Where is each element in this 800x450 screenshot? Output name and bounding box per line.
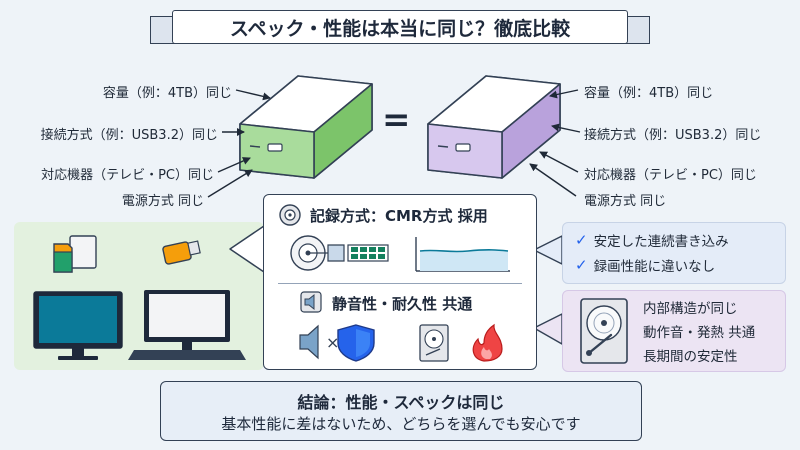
hdd-green-icon <box>239 75 373 179</box>
equals-sign: = <box>382 100 411 140</box>
hdd-purple-icon <box>427 75 561 179</box>
benefit-item: ✓ 安定した連続書き込み <box>575 230 729 250</box>
spec-right-compat: 対応機器（テレビ・PC）同じ <box>584 168 757 183</box>
conclusion-text: 基本性能に差はないため、どちらを選んでも安心です <box>221 415 581 433</box>
times-sign: × <box>326 333 340 352</box>
spec-right-power: 電源方式 同じ <box>584 194 667 209</box>
benefit-text: 安定した連続書き込み <box>593 234 729 250</box>
pc-monitor-icon <box>128 290 246 360</box>
quiet-durability-title: 静音性・耐久性 共通 <box>332 295 473 313</box>
spec-right-capacity: 容量（例：4TB）同じ <box>584 86 714 101</box>
benefit-text: 録画性能に違いなし <box>593 259 716 275</box>
left-pointer-arrow <box>229 225 265 273</box>
check-pointer-arrow <box>533 235 563 265</box>
right-spec-arrows <box>529 89 581 197</box>
section-divider <box>278 283 522 284</box>
benefits-panel: ✓ 安定した連続書き込み ✓ 録画性能に違いなし <box>562 222 786 284</box>
hdd-open-icon <box>580 298 628 364</box>
recording-method-title: 記録方式：CMR方式 採用 <box>310 207 488 225</box>
disc-icon <box>279 204 301 226</box>
left-spec-arrows <box>207 89 271 198</box>
quiet-durability-illustration <box>299 323 503 362</box>
hdd-internal-icon <box>419 324 449 362</box>
internal-line: 長期間の安定性 <box>643 349 738 365</box>
spec-left-connection: 接続方式（例：USB3.2）同じ <box>40 128 218 143</box>
usb-stick-icon <box>162 240 201 265</box>
speaker-small-icon <box>300 291 322 313</box>
check-icon: ✓ <box>575 231 588 249</box>
spec-right-connection: 接続方式（例：USB3.2）同じ <box>584 128 762 143</box>
devices-panel <box>14 222 264 370</box>
platter-icon <box>290 235 345 271</box>
memory-card-icon <box>53 235 97 273</box>
track-blocks-icon <box>347 244 389 262</box>
center-feature-box: 記録方式：CMR方式 採用 <box>263 194 537 370</box>
shield-icon <box>337 324 375 362</box>
page-title: スペック・性能は本当に同じ？徹底比較 <box>172 10 628 44</box>
internal-line: 動作音・発熱 共通 <box>643 325 756 341</box>
check-icon: ✓ <box>575 256 588 274</box>
recording-illustration <box>290 235 510 272</box>
speaker-mute-icon <box>299 324 319 360</box>
internal-line: 内部構造が同じ <box>643 301 738 317</box>
tv-icon <box>33 291 123 360</box>
title-ribbon: スペック・性能は本当に同じ？徹底比較 <box>150 8 650 48</box>
conclusion-box: 結論：性能・スペックは同じ 基本性能に差はないため、どちらを選んでも安心です <box>160 381 642 441</box>
flame-icon <box>472 323 503 362</box>
stable-write-graph-icon <box>415 237 510 272</box>
spec-left-compat: 対応機器（テレビ・PC）同じ <box>41 168 214 183</box>
spec-left-power: 電源方式 同じ <box>121 194 204 209</box>
conclusion-heading: 結論：性能・スペックは同じ <box>297 393 505 412</box>
internal-pointer-arrow <box>533 313 563 345</box>
devices-illustration <box>33 235 246 360</box>
internal-structure-panel: 内部構造が同じ 動作音・発熱 共通 長期間の安定性 <box>562 290 786 372</box>
spec-left-capacity: 容量（例：4TB）同じ <box>102 86 232 101</box>
benefit-item: ✓ 録画性能に違いなし <box>575 255 715 275</box>
